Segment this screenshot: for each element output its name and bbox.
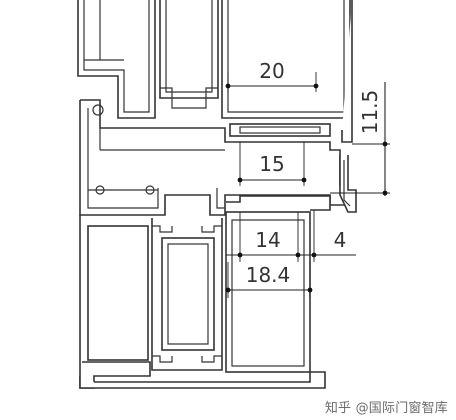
- upper-glazing-frame: [221, 0, 353, 143]
- drip-hook-profile: [339, 155, 357, 213]
- watermark: 知乎 @国际门窗智库: [324, 401, 448, 416]
- upper-glazing-bead: [229, 123, 331, 137]
- lower-frame-profile: [79, 215, 326, 389]
- dimension-4-label: 4: [334, 228, 347, 252]
- dimension-20: 20: [225, 59, 319, 92]
- dimension-15: 15: [237, 142, 307, 186]
- dimension-14: 14 4: [226, 210, 356, 262]
- dimension-15-label: 15: [259, 152, 284, 176]
- dimension-14-label: 14: [255, 228, 280, 252]
- upper-sash-profile: [159, 0, 219, 109]
- upper-frame-profile: [77, 0, 156, 119]
- dimension-18-4: 18.4: [225, 262, 313, 298]
- dimension-18-4-label: 18.4: [246, 263, 291, 287]
- lower-sash-profile: [151, 218, 223, 371]
- dimension-11-5: 11.5: [330, 82, 390, 196]
- dimension-20-label: 20: [259, 59, 284, 83]
- dimension-11-5-label: 11.5: [358, 90, 382, 135]
